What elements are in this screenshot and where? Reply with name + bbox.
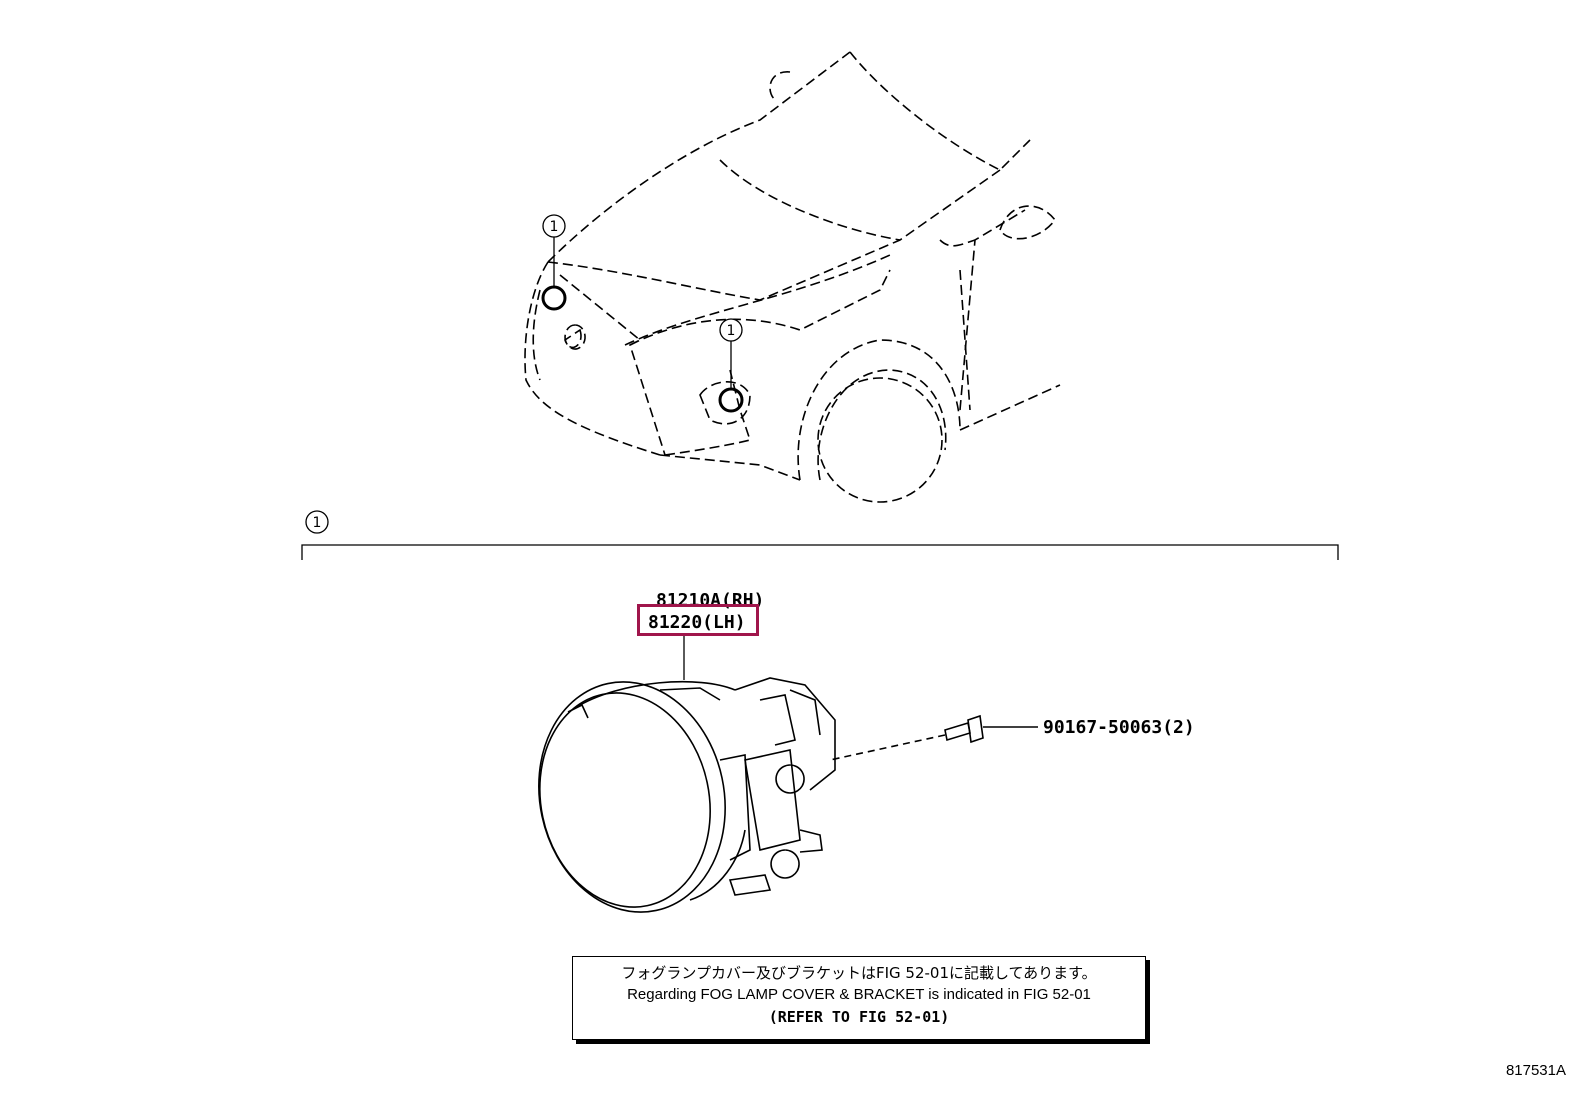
part-highlight-box xyxy=(637,604,759,636)
fog-lamp-illustration xyxy=(538,677,836,913)
svg-text:1: 1 xyxy=(550,219,559,235)
reference-note: フォグランプカバー及びブラケットはFIG 52-01に記載してあります。 Reg… xyxy=(572,956,1146,1040)
note-line-japanese: フォグランプカバー及びブラケットはFIG 52-01に記載してあります。 xyxy=(621,964,1097,982)
callout-1-right: 1 xyxy=(718,318,744,413)
bolt-illustration xyxy=(829,714,1038,761)
car-front-illustration xyxy=(524,51,1061,503)
svg-text:1: 1 xyxy=(727,323,736,339)
note-line-reference: (REFER TO FIG 52-01) xyxy=(768,1008,950,1026)
note-line-english: Regarding FOG LAMP COVER & BRACKET is in… xyxy=(627,986,1091,1003)
part-label-bolt: 90167-50063(2) xyxy=(1043,717,1195,738)
svg-text:1: 1 xyxy=(313,515,322,531)
section-bracket: 1 xyxy=(301,510,1339,560)
callout-1-left: 1 xyxy=(541,214,567,311)
part-label-lh: 81220(LH) xyxy=(648,612,746,633)
figure-id: 817531A xyxy=(1505,1062,1566,1079)
